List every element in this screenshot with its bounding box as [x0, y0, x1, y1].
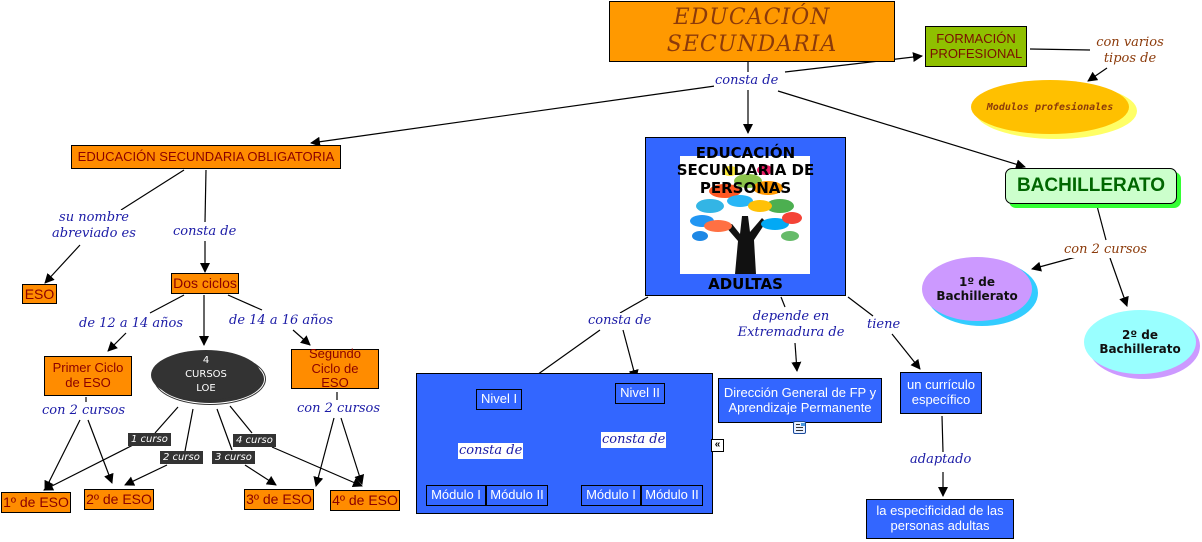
node-modulos-profesionales-face[interactable]: Modulos profesionales — [971, 80, 1129, 134]
node-1-eso[interactable]: 1º de ESO — [1, 492, 71, 513]
link-label-consta-de-nivel1: consta de — [458, 443, 524, 459]
link-label-3-curso: 3 curso — [212, 451, 255, 464]
adultos-bottom: ADULTAS — [708, 274, 783, 293]
node-4-cursos-loe[interactable]: 4 CURSOS LOE — [151, 350, 261, 400]
node-segundo-ciclo[interactable]: Segundo Ciclo de ESO — [291, 346, 379, 390]
node-nivel-2[interactable]: Nivel II — [615, 383, 665, 404]
collapse-icon[interactable]: « — [711, 439, 724, 452]
node-eso[interactable]: ESO — [22, 284, 57, 304]
link-label-su-nombre: su nombre abreviado es — [48, 210, 140, 242]
link-label-consta-de: consta de — [714, 73, 780, 89]
link-label-adaptado: adaptado — [909, 452, 973, 468]
node-primer-ciclo[interactable]: Primer Ciclo de ESO — [44, 356, 132, 396]
node-1-bachillerato[interactable]: 1º de Bachillerato — [922, 257, 1032, 321]
node-educacion-personas-adultas[interactable]: EDUCACIÓN SECUNDARIA DE PERSONAS ADULTAS — [645, 137, 846, 296]
link-label-depende: depende en Extremadura de — [734, 309, 848, 341]
link-label-tiene: tiene — [866, 317, 902, 333]
link-label-2-curso: 2 curso — [160, 451, 203, 464]
adultos-title: EDUCACIÓN SECUNDARIA DE PERSONAS — [676, 144, 815, 197]
node-direccion-general[interactable]: Dirección General de FP y Aprendizaje Pe… — [718, 378, 882, 423]
node-nivel-1[interactable]: Nivel I — [476, 389, 522, 410]
node-educacion-secundaria[interactable]: EDUCACIÓN SECUNDARIA — [609, 1, 895, 62]
node-formacion-profesional[interactable]: FORMACIÓN PROFESIONAL — [925, 26, 1027, 67]
link-label-12-14: de 12 a 14 años — [78, 316, 184, 332]
node-nivel2-modulo-2[interactable]: Módulo II — [641, 485, 703, 506]
link-label-consta-de-adultos: consta de — [587, 313, 653, 329]
link-label-consta-de-eso: consta de — [172, 224, 238, 240]
node-educacion-secundaria-obligatoria[interactable]: EDUCACIÓN SECUNDARIA OBLIGATORIA — [71, 145, 341, 169]
tree-image — [680, 156, 810, 274]
document-icon[interactable] — [793, 421, 806, 434]
node-bachillerato[interactable]: BACHILLERATO — [1005, 168, 1177, 204]
node-nivel1-modulo-2[interactable]: Módulo II — [486, 485, 548, 506]
node-4-eso[interactable]: 4º de ESO — [330, 490, 400, 511]
node-curriculo-especifico[interactable]: un currículo específico — [900, 372, 982, 414]
node-2-bachillerato[interactable]: 2º de Bachillerato — [1084, 310, 1196, 374]
link-label-primer-2-cursos: con 2 cursos — [41, 403, 127, 419]
node-dos-ciclos[interactable]: Dos ciclos — [171, 273, 239, 294]
link-label-14-16: de 14 a 16 años — [228, 313, 334, 329]
link-label-consta-de-nivel2: consta de — [601, 432, 667, 448]
node-2-eso[interactable]: 2º de ESO — [84, 489, 154, 510]
link-label-1-curso: 1 curso — [128, 433, 171, 446]
link-label-4-curso: 4 curso — [233, 434, 276, 447]
node-3-eso[interactable]: 3º de ESO — [244, 489, 314, 510]
node-nivel1-modulo-1[interactable]: Módulo I — [426, 485, 486, 506]
link-label-segundo-2-cursos: con 2 cursos — [296, 401, 382, 417]
node-nivel2-modulo-1[interactable]: Módulo I — [581, 485, 641, 506]
node-especificidad-adultos[interactable]: la especificidad de las personas adultas — [866, 499, 1014, 539]
link-label-con-2-cursos-bach: con 2 cursos — [1063, 242, 1149, 258]
link-label-con-varios-tipos: con varios tipos de — [1090, 35, 1170, 67]
